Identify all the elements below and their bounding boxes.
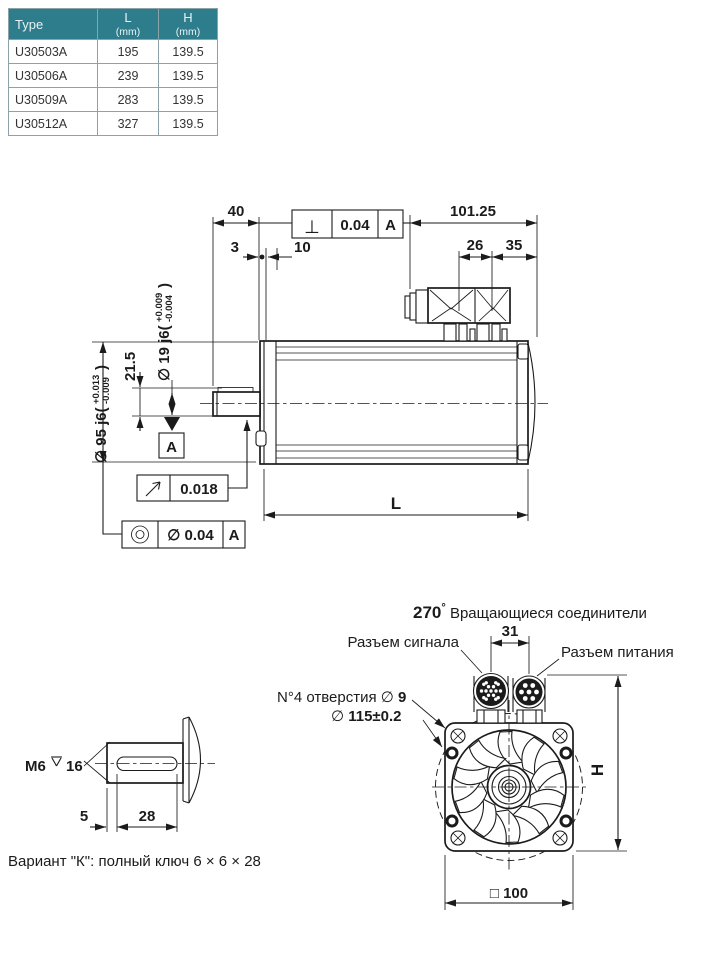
power-connector <box>512 675 546 724</box>
datum-a-symbol: A <box>158 417 185 459</box>
signal-connector <box>472 672 510 724</box>
rear-title: 270° Вращающиеся соединители <box>413 602 647 622</box>
dim-35: 35 <box>492 237 537 261</box>
svg-text:28: 28 <box>139 808 156 825</box>
svg-text:-0.009: -0.009 <box>101 377 112 404</box>
svg-text:□ 100: □ 100 <box>490 885 528 902</box>
svg-text:Разъем сигнала: Разъем сигнала <box>348 634 460 651</box>
depth-symbol-icon <box>51 756 62 767</box>
svg-text:N°4 отверстия ∅ 9: N°4 отверстия ∅ 9 <box>277 689 406 706</box>
svg-text:∅ 95 j6(: ∅ 95 j6( <box>93 407 110 463</box>
shaft-diameter-label: ∅ 19 j6( +0.009 -0.004 ) <box>154 283 175 381</box>
spec-table-header: Type L (mm) H (mm) <box>8 8 218 40</box>
svg-text:∅ 115±0.2: ∅ 115±0.2 <box>331 708 402 725</box>
svg-text:): ) <box>93 365 110 370</box>
concentricity-icon <box>131 525 149 544</box>
svg-text:10: 10 <box>294 239 311 256</box>
svg-text:16: 16 <box>66 758 83 775</box>
flange-diameter-dim: ∅ 95 j6( +0.013 -0.009 ) <box>91 341 258 463</box>
dim-26: 26 <box>458 237 493 311</box>
svg-text:31: 31 <box>502 623 519 640</box>
dim-21-5: 21.5 <box>122 352 246 431</box>
svg-text:26: 26 <box>467 237 484 254</box>
svg-text:H: H <box>588 764 607 776</box>
svg-text:A: A <box>229 527 240 544</box>
dim-31: 31 <box>490 623 530 674</box>
svg-text:L: L <box>391 494 401 513</box>
table-row: U30512A 327 139.5 <box>8 111 218 136</box>
svg-text:A: A <box>385 217 396 234</box>
runout-frame: 0.018 <box>136 420 251 502</box>
svg-text:A: A <box>166 439 177 456</box>
dim-28: 28 <box>116 774 178 832</box>
motor-shaft <box>212 387 261 417</box>
svg-text:0.04: 0.04 <box>340 217 370 234</box>
runout-icon <box>145 481 161 497</box>
mounting-holes <box>445 728 573 846</box>
svg-text:+0.009: +0.009 <box>154 293 165 322</box>
table-row: U30503A 195 139.5 <box>8 39 218 64</box>
dim-3: 3 <box>231 239 267 340</box>
concentricity-frame: ∅ 0.04 A <box>102 462 246 549</box>
col-type: Type <box>8 8 98 40</box>
flange-diameter-label: ∅ 95 j6( +0.013 -0.009 ) <box>91 365 112 463</box>
dim-5: 5 <box>80 788 108 832</box>
svg-text:+0.013: +0.013 <box>91 375 102 404</box>
svg-text:∅ 0.04: ∅ 0.04 <box>167 527 214 544</box>
spec-table: Type L (mm) H (mm) U30503A 195 139.5 U30… <box>8 8 218 136</box>
dim-L: L <box>263 469 529 521</box>
svg-text:35: 35 <box>506 237 523 254</box>
key-shaft <box>106 716 202 804</box>
svg-text:-0.004: -0.004 <box>164 294 175 322</box>
svg-text:5: 5 <box>80 808 88 825</box>
key-view: M6 16 5 28 Вариант <box>8 716 261 870</box>
key-caption: Вариант "К": полный ключ 6 × 6 × 28 <box>8 853 261 870</box>
dim-square-100: □ 100 <box>444 855 574 910</box>
table-row: U30506A 239 139.5 <box>8 63 218 88</box>
thread-label: M6 16 <box>25 741 111 784</box>
svg-text:3: 3 <box>231 239 239 256</box>
dim-40: 40 <box>212 203 260 386</box>
svg-text:): ) <box>156 283 173 288</box>
svg-text:40: 40 <box>228 203 245 220</box>
dim-H: H <box>547 674 627 852</box>
side-view: 40 ⊥ 0.04 A 101.25 <box>91 203 548 549</box>
perpendicularity-frame: ⊥ 0.04 A <box>259 209 410 239</box>
svg-text:21.5: 21.5 <box>122 352 139 381</box>
svg-text:101.25: 101.25 <box>450 203 496 220</box>
svg-text:M6: M6 <box>25 758 46 775</box>
col-h: H (mm) <box>158 8 218 40</box>
dim-10: 10 <box>268 239 311 270</box>
dim-101-25: 101.25 <box>409 203 538 337</box>
signal-connector-label: Разъем сигнала <box>348 634 483 674</box>
svg-text:0.018: 0.018 <box>180 481 218 498</box>
rear-view: 270° Вращающиеся соединители Разъем сигн… <box>277 602 674 910</box>
shaft-diameter-dim: ∅ 19 j6( +0.009 -0.004 ) <box>154 283 176 415</box>
perpendicularity-icon: ⊥ <box>304 217 320 237</box>
svg-text:∅ 19 j6(: ∅ 19 j6( <box>156 325 173 381</box>
svg-text:Разъем питания: Разъем питания <box>561 644 674 661</box>
table-row: U30509A 283 139.5 <box>8 87 218 112</box>
holes-label: N°4 отверстия ∅ 9 <box>277 689 446 729</box>
motor-body <box>255 340 536 465</box>
bolt-circle-label: ∅ 115±0.2 <box>331 708 443 748</box>
power-connector-label: Разъем питания <box>536 644 674 677</box>
motor-connector-side <box>404 287 511 342</box>
